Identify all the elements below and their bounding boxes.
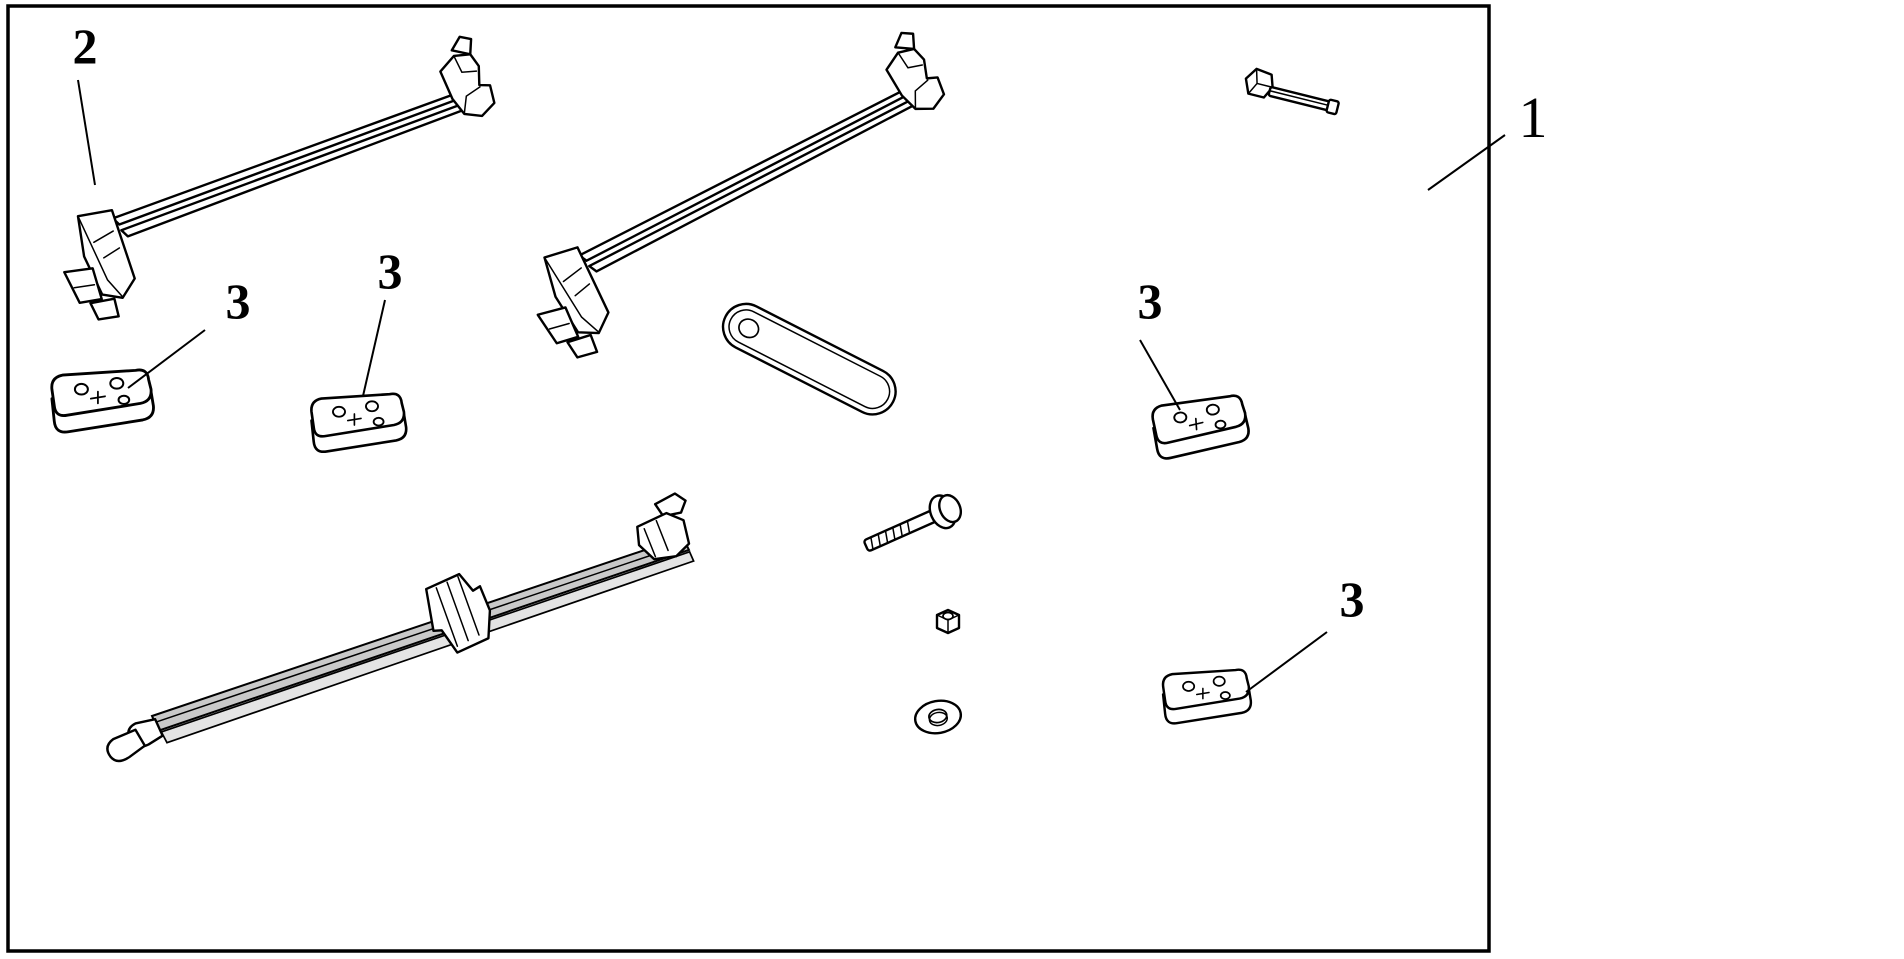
wrench-plate-tool-drawing	[721, 302, 897, 416]
mounting-pad-c-drawing	[1150, 393, 1252, 461]
callout-3b-label: 3	[378, 243, 403, 299]
mounting-pad-d-drawing	[1161, 668, 1253, 725]
flange-nut-drawing	[935, 608, 961, 635]
side-rail-assembly-drawing	[84, 489, 710, 766]
torx-key-tool-drawing	[1244, 67, 1340, 116]
callout-3d-leader	[1245, 631, 1328, 693]
washer-drawing	[913, 699, 963, 735]
roof-crossbar-left-drawing	[33, 31, 523, 330]
diagram-border	[6, 4, 1491, 953]
callout-3c-leader	[1139, 339, 1181, 411]
carriage-bolt-drawing	[863, 493, 963, 552]
callout-3b-leader	[362, 299, 386, 397]
callout-3c-label: 3	[1138, 273, 1163, 329]
callout-2-leader	[77, 79, 96, 186]
mounting-pad-b-drawing	[310, 392, 408, 454]
callout-1-leader	[1427, 134, 1506, 191]
callout-3d-label: 3	[1340, 571, 1365, 627]
callout-1-label: 1	[1519, 85, 1548, 150]
callout-3a-leader	[127, 329, 206, 389]
callout-3a-label: 3	[226, 273, 251, 329]
callout-2-label: 2	[73, 18, 98, 74]
